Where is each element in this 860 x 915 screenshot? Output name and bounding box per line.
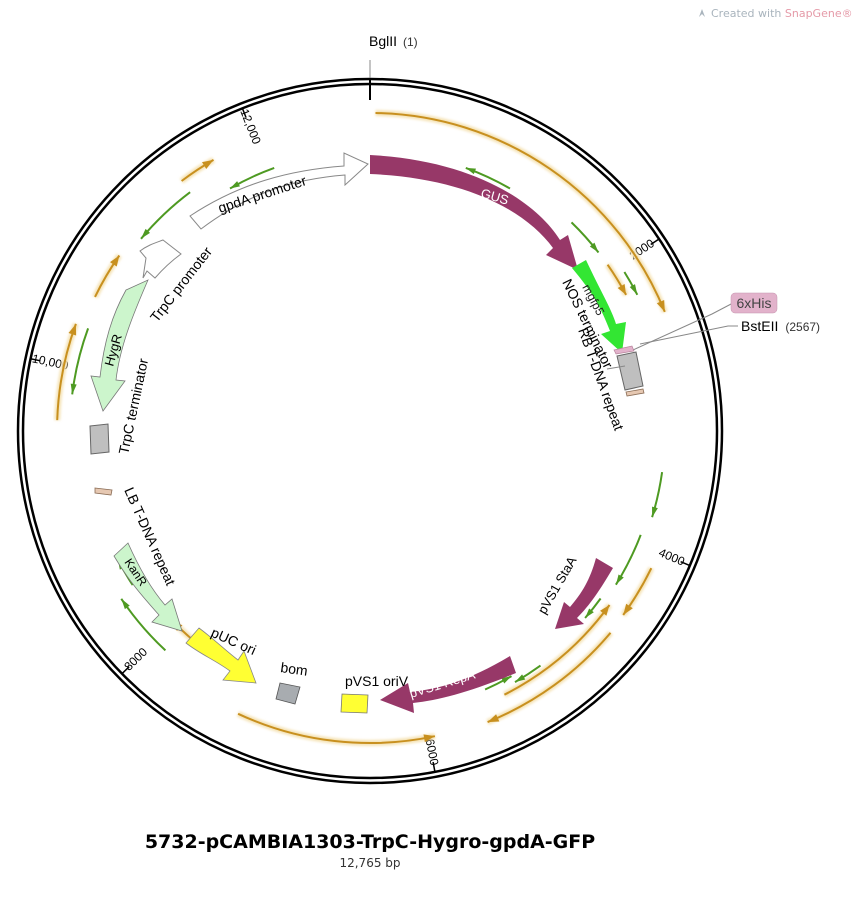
primer-arrowhead xyxy=(589,242,599,253)
orf-arc[interactable] xyxy=(237,712,436,744)
feature-kanr[interactable] xyxy=(113,542,183,632)
6xhis-badge[interactable] xyxy=(730,292,778,314)
feature-bom-label: bom xyxy=(280,659,309,679)
feature-trpc-promoter[interactable] xyxy=(139,239,182,279)
orf-arrowhead xyxy=(656,300,665,312)
primer-arrowhead xyxy=(515,674,526,683)
tick-label: 6000 xyxy=(423,738,442,767)
tick-mark xyxy=(121,666,130,675)
feature-pvs1-oriv-label: pVS1 oriV xyxy=(345,673,409,689)
feature-pvs1-repa[interactable] xyxy=(380,656,516,713)
orf-arc[interactable] xyxy=(487,632,612,724)
tick-mark xyxy=(650,238,660,246)
primer-arc[interactable] xyxy=(514,664,542,683)
primer-arrowhead xyxy=(615,574,624,585)
plasmid-length: 12,765 bp xyxy=(339,856,401,870)
orf-arrowhead xyxy=(202,159,214,169)
orf-arrowhead xyxy=(110,255,120,267)
orf-arcs xyxy=(54,110,668,746)
feature-6xhis[interactable] xyxy=(613,345,635,355)
tick-mark xyxy=(30,357,41,362)
tick-label: 8000 xyxy=(121,645,150,674)
watermark-brand: SnapGene® xyxy=(784,7,853,20)
snapgene-logo-icon xyxy=(699,9,705,17)
primer-arc[interactable] xyxy=(584,597,602,619)
orf-arrowhead xyxy=(423,734,435,743)
snapgene-watermark: Created with SnapGene® xyxy=(697,7,853,20)
orf-arrowhead xyxy=(600,604,610,616)
feature-puc-ori[interactable] xyxy=(185,627,257,684)
plasmid-name: 5732-pCAMBIA1303-TrpC-Hygro-gpdA-GFP xyxy=(144,831,596,853)
orf-arc[interactable] xyxy=(503,604,611,696)
tick-label: 12,000 xyxy=(237,107,264,147)
tick-mark xyxy=(432,761,436,773)
primer-arrowhead xyxy=(501,676,512,684)
primer-arc[interactable] xyxy=(615,534,642,586)
orf-arrowhead xyxy=(617,284,627,295)
orf-arc[interactable] xyxy=(180,159,214,182)
tick-label: 4000 xyxy=(657,545,687,568)
primer-arrowhead xyxy=(465,167,477,175)
feature-hygr[interactable] xyxy=(90,279,149,412)
primer-arcs xyxy=(70,166,664,691)
feature-mgfp5[interactable] xyxy=(572,260,626,353)
primer-arrowhead xyxy=(140,228,151,239)
site-bglii[interactable]: BglII(1) xyxy=(369,33,418,49)
feature-bom[interactable] xyxy=(275,682,301,705)
feature-gus-label: GUS xyxy=(479,185,511,207)
orf-arc[interactable] xyxy=(375,112,666,313)
feature-trpc-terminator-label: TrpC terminator xyxy=(115,357,151,456)
primer-arrowhead xyxy=(629,284,638,295)
primer-arrowhead xyxy=(70,383,77,395)
feature-rb-repeat[interactable] xyxy=(625,388,645,397)
feature-nos-terminator[interactable] xyxy=(616,351,644,391)
feature-trpc-terminator[interactable] xyxy=(89,423,110,455)
orf-arrowhead xyxy=(487,714,500,723)
feature-lb-repeat[interactable] xyxy=(94,487,113,496)
nos-leader-line xyxy=(606,365,626,370)
feature-pvs1-staa[interactable] xyxy=(555,558,613,629)
primer-arrowhead xyxy=(121,598,130,610)
6xhis-leader-line xyxy=(632,302,734,351)
primer-arrowhead xyxy=(585,608,594,618)
feature-pvs1-oriv[interactable] xyxy=(340,693,369,714)
primer-arc[interactable] xyxy=(484,675,512,691)
primer-arrowhead xyxy=(230,181,240,189)
feature-gus[interactable] xyxy=(370,155,578,270)
bsteii-leader-line xyxy=(639,325,738,345)
orf-arc-glow xyxy=(236,711,436,746)
primer-arc[interactable] xyxy=(570,221,600,254)
primer-arrowhead xyxy=(652,506,658,518)
orf-arrowhead xyxy=(68,323,77,336)
orf-arc[interactable] xyxy=(606,264,627,296)
tick-mark xyxy=(680,560,691,567)
6xhis-label: 6xHis xyxy=(736,295,771,311)
feature-gpda-promoter[interactable] xyxy=(189,152,369,230)
tick-mark xyxy=(241,108,247,118)
watermark-prefix: Created with xyxy=(711,7,785,20)
site-bsteii[interactable]: BstEII(2567) xyxy=(741,318,820,334)
orf-arrowhead xyxy=(623,603,633,615)
